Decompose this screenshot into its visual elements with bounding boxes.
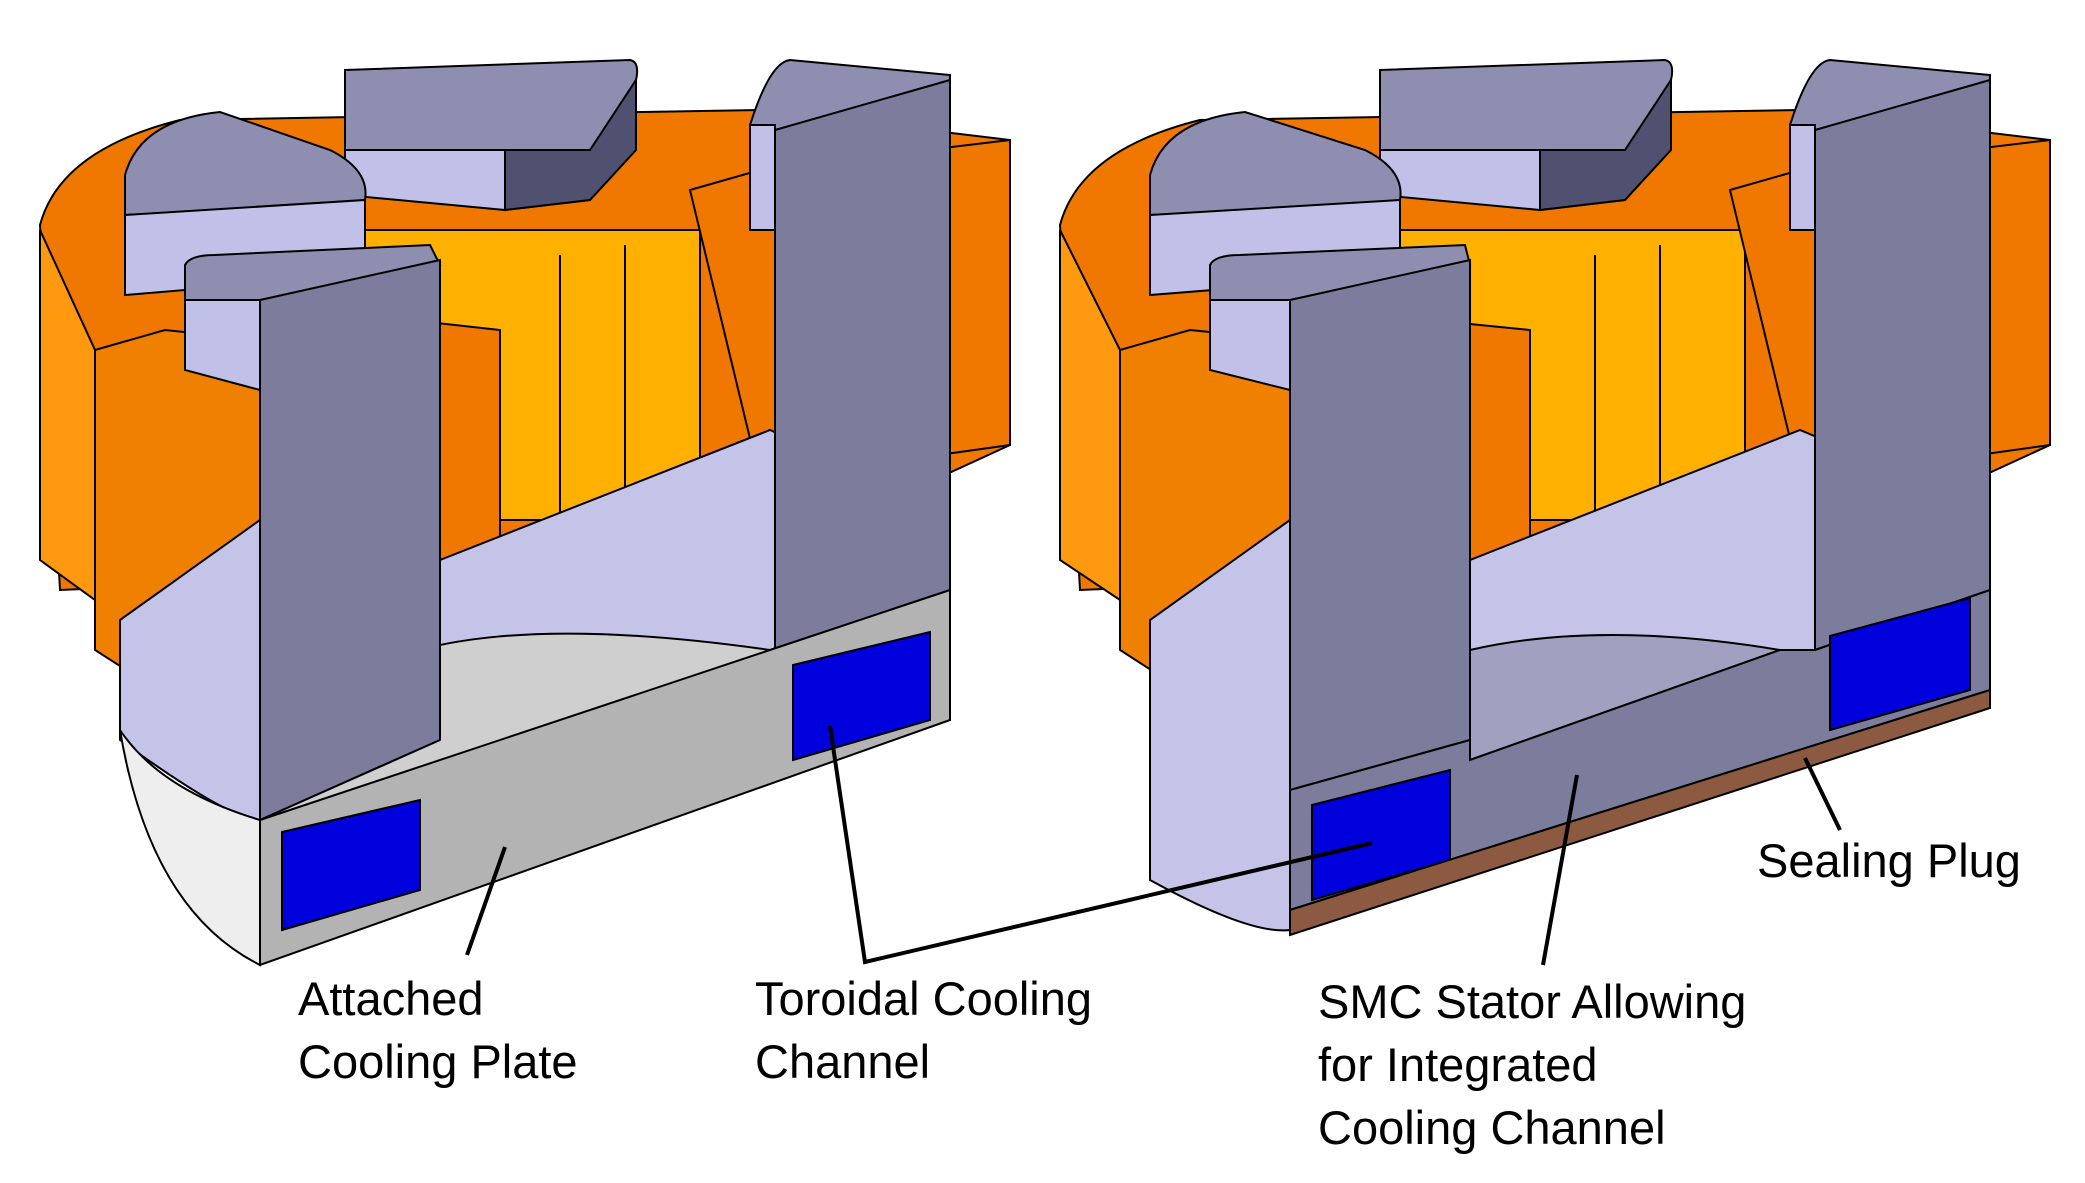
- leader-toroidal-channel: [828, 725, 1373, 965]
- label-smc-stator: SMC Stator Allowing for Integrated Cooli…: [1318, 970, 1746, 1159]
- label-attached-cooling-plate: Attached Cooling Plate: [298, 967, 578, 1093]
- right-core-section-front: [1289, 258, 1471, 792]
- right-sealing-plug: [1289, 688, 1991, 937]
- label-smc-line-1: SMC Stator Allowing: [1318, 975, 1747, 1028]
- right-channel-back: [1829, 596, 1971, 732]
- right-core-tooth-left: [1149, 110, 1402, 217]
- leader-attached-plate: [465, 846, 507, 956]
- right-stator-model: [1058, 58, 2051, 937]
- leader-sealing-plug: [1803, 757, 1842, 831]
- label-toroidal-line-1: Toroidal Cooling: [755, 972, 1093, 1025]
- left-stator-model: [38, 58, 1011, 967]
- label-smc-line-3: Cooling Channel: [1318, 1101, 1666, 1154]
- label-toroidal-cooling-channel: Toroidal Cooling Channel: [755, 967, 1092, 1093]
- label-attached-line-1: Attached: [298, 972, 484, 1025]
- left-channel-back: [792, 630, 931, 762]
- left-core-section-right: [774, 78, 951, 662]
- label-attached-line-2: Cooling Plate: [298, 1035, 578, 1088]
- label-toroidal-line-2: Channel: [755, 1035, 931, 1088]
- label-smc-line-2: for Integrated: [1318, 1038, 1598, 1091]
- label-sealing-line-1: Sealing Plug: [1757, 834, 2021, 887]
- label-sealing-plug: Sealing Plug: [1757, 829, 2021, 892]
- left-cooling-plate-face: [259, 588, 951, 967]
- right-core-section-right: [1814, 78, 1991, 652]
- left-cooling-plate-curved: [119, 729, 261, 967]
- left-core-tooth-left: [124, 110, 367, 217]
- left-core-section-front: [259, 258, 441, 822]
- leader-lines: [465, 725, 1842, 966]
- left-channel-front: [281, 798, 421, 932]
- leader-smc-stator: [1541, 774, 1579, 966]
